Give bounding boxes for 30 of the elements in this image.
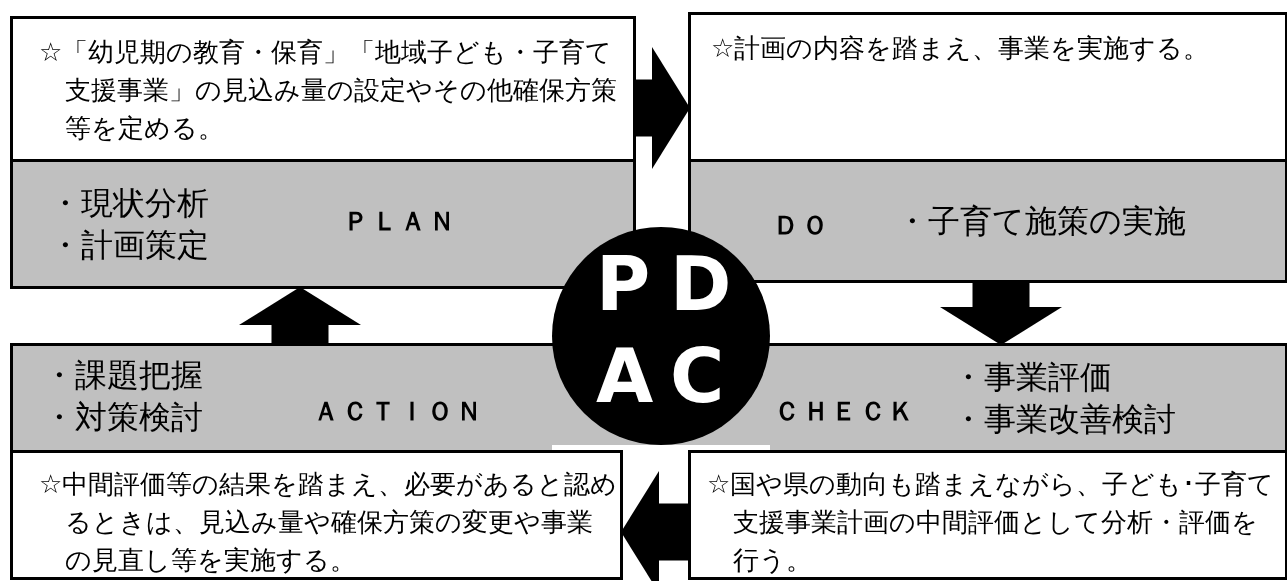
block-arrow xyxy=(636,47,690,169)
stage-band xyxy=(10,343,552,453)
description-text: ☆計画の内容を踏まえ、事業を実施する。 xyxy=(711,32,1211,65)
stage-name: ＰＬＡＮ xyxy=(343,205,458,238)
stage-name: ＡＣＴＩＯＮ xyxy=(313,395,485,428)
letter: A xyxy=(596,333,654,419)
text-box xyxy=(10,16,636,162)
bullet-item: ・課題把握 xyxy=(43,355,203,396)
stage-band xyxy=(770,343,1287,453)
letter: P xyxy=(596,241,651,327)
block-arrow xyxy=(621,471,688,581)
description-text: ☆中間評価等の結果を踏まえ、必要があると認めるときは、見込み量や確保方策の変更や事業の見直し等を実施する。 xyxy=(39,468,619,577)
block-arrow xyxy=(940,283,1062,345)
stage-name: ＤＯ xyxy=(773,209,831,242)
text-box xyxy=(688,12,1287,162)
bullet-item: ・対策検討 xyxy=(43,397,203,438)
bullet-item: ・事業改善検討 xyxy=(952,399,1176,440)
letter: C xyxy=(670,333,725,419)
text-box xyxy=(688,450,1287,580)
stage-name: ＣＨＥＣＫ xyxy=(774,395,917,428)
bullet-item: ・計画策定 xyxy=(49,225,209,266)
bullet-item: ・子育て施策の実施 xyxy=(896,201,1186,242)
letter: D xyxy=(670,241,732,327)
bullet-item: ・事業評価 xyxy=(952,357,1112,398)
description-text: ☆「幼児期の教育・保育」「地域子ども・子育て支援事業」の見込み量の設定やその他確保方策等を定める。 xyxy=(39,36,618,145)
block-arrow xyxy=(239,287,361,343)
pdca-circle xyxy=(552,227,770,445)
bullet-item: ・現状分析 xyxy=(49,183,209,224)
text-box xyxy=(10,450,623,580)
description-text: ☆国や県の動向も踏まえながら、子ども･子育て支援事業計画の中間評価として分析・評価を行う。 xyxy=(707,468,1276,577)
